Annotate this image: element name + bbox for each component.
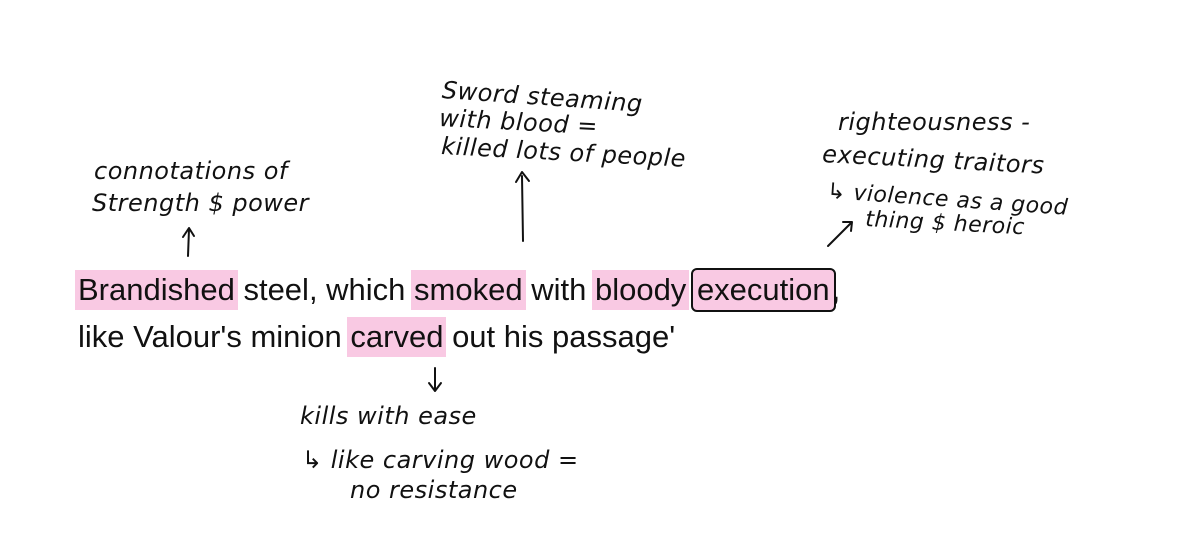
highlight-brandished: Brandished	[75, 270, 238, 310]
annotation-smoked-line-3: killed lots of people	[440, 132, 687, 173]
quote-line-1: Brandished steel, which smoked with bloo…	[75, 268, 841, 312]
boxed-execution: execution	[690, 268, 836, 312]
arrow-up-right-icon	[827, 221, 853, 247]
arrow-up-icon	[182, 227, 195, 257]
quote-text: with	[522, 272, 595, 307]
annotation-brandished-line-2: Strength $ power	[92, 189, 310, 217]
quote-line-2: like Valour's minion carved out his pass…	[78, 317, 675, 357]
quote-text: like Valour's minion	[78, 319, 351, 354]
highlight-smoked: smoked	[411, 270, 526, 310]
highlight-carved: carved	[347, 317, 447, 357]
quote-text: steel, which	[234, 272, 415, 307]
highlight-bloody: bloody	[591, 270, 690, 310]
annotation-execution-line-1: righteousness -	[838, 108, 1031, 136]
arrow-up-icon	[515, 171, 530, 242]
annotation-carved-line-3: no resistance	[350, 476, 518, 504]
quote-text: ,	[831, 272, 841, 307]
annotation-carved-line-2: ↳ like carving wood =	[302, 446, 579, 474]
annotation-carved-line-1: kills with ease	[300, 402, 477, 430]
arrow-down-icon	[428, 367, 442, 392]
annotation-brandished-line-1: connotations of	[94, 157, 288, 185]
quote-text: out his passage'	[443, 319, 676, 354]
annotation-execution-line-2: executing traitors	[821, 140, 1046, 180]
